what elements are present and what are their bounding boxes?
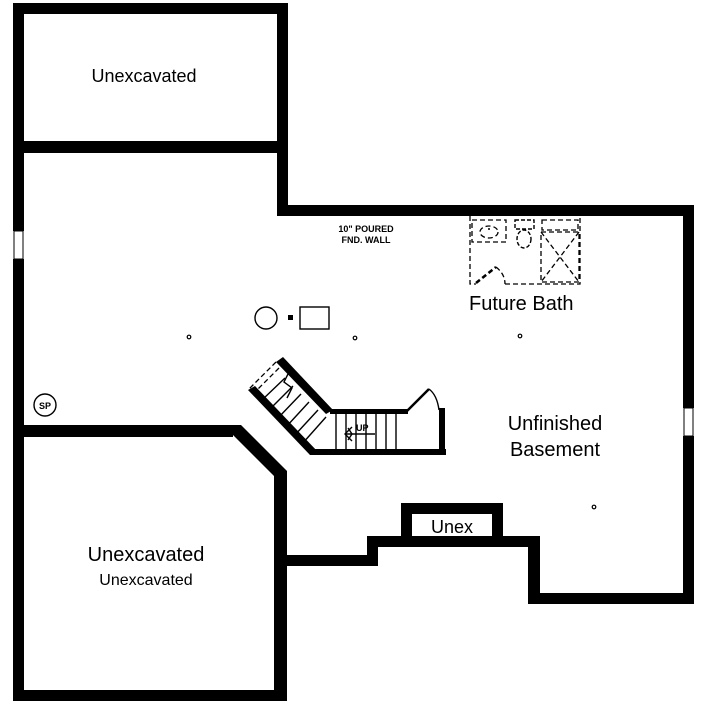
support-posts: [186, 333, 597, 510]
wall-note-line2: FND. WALL: [342, 235, 391, 245]
future-bath-fixtures: Future Bath: [469, 216, 581, 315]
window-left: [13, 230, 24, 260]
wall-note-line1: 10" POURED: [338, 224, 394, 234]
room-label-unexcavated-bottom-2: Unexcavated: [99, 572, 192, 589]
control-icon: [288, 315, 293, 320]
mechanical: [254, 306, 330, 330]
water-heater-icon: [254, 306, 278, 330]
stair-up-label: UP: [356, 423, 369, 433]
room-label-unfinished-basement-2: Basement: [510, 439, 600, 461]
future-bath-label: Future Bath: [469, 293, 574, 315]
post-icon: [186, 334, 192, 340]
room-label-unex: Unex: [431, 517, 473, 537]
staircase: UP: [247, 357, 446, 455]
sump-pump: SP: [33, 393, 57, 417]
exterior-walls: [13, 3, 694, 701]
post-icon: [352, 335, 358, 341]
sump-pump-label: SP: [39, 401, 51, 411]
windows: [13, 230, 694, 437]
window-right: [683, 407, 694, 437]
furnace-icon: [299, 306, 330, 330]
post-icon: [591, 504, 597, 510]
post-icon: [517, 333, 523, 339]
room-label-unfinished-basement-1: Unfinished: [508, 413, 603, 435]
room-label-unexcavated-top: Unexcavated: [91, 66, 196, 86]
room-label-unexcavated-bottom-1: Unexcavated: [88, 544, 205, 566]
